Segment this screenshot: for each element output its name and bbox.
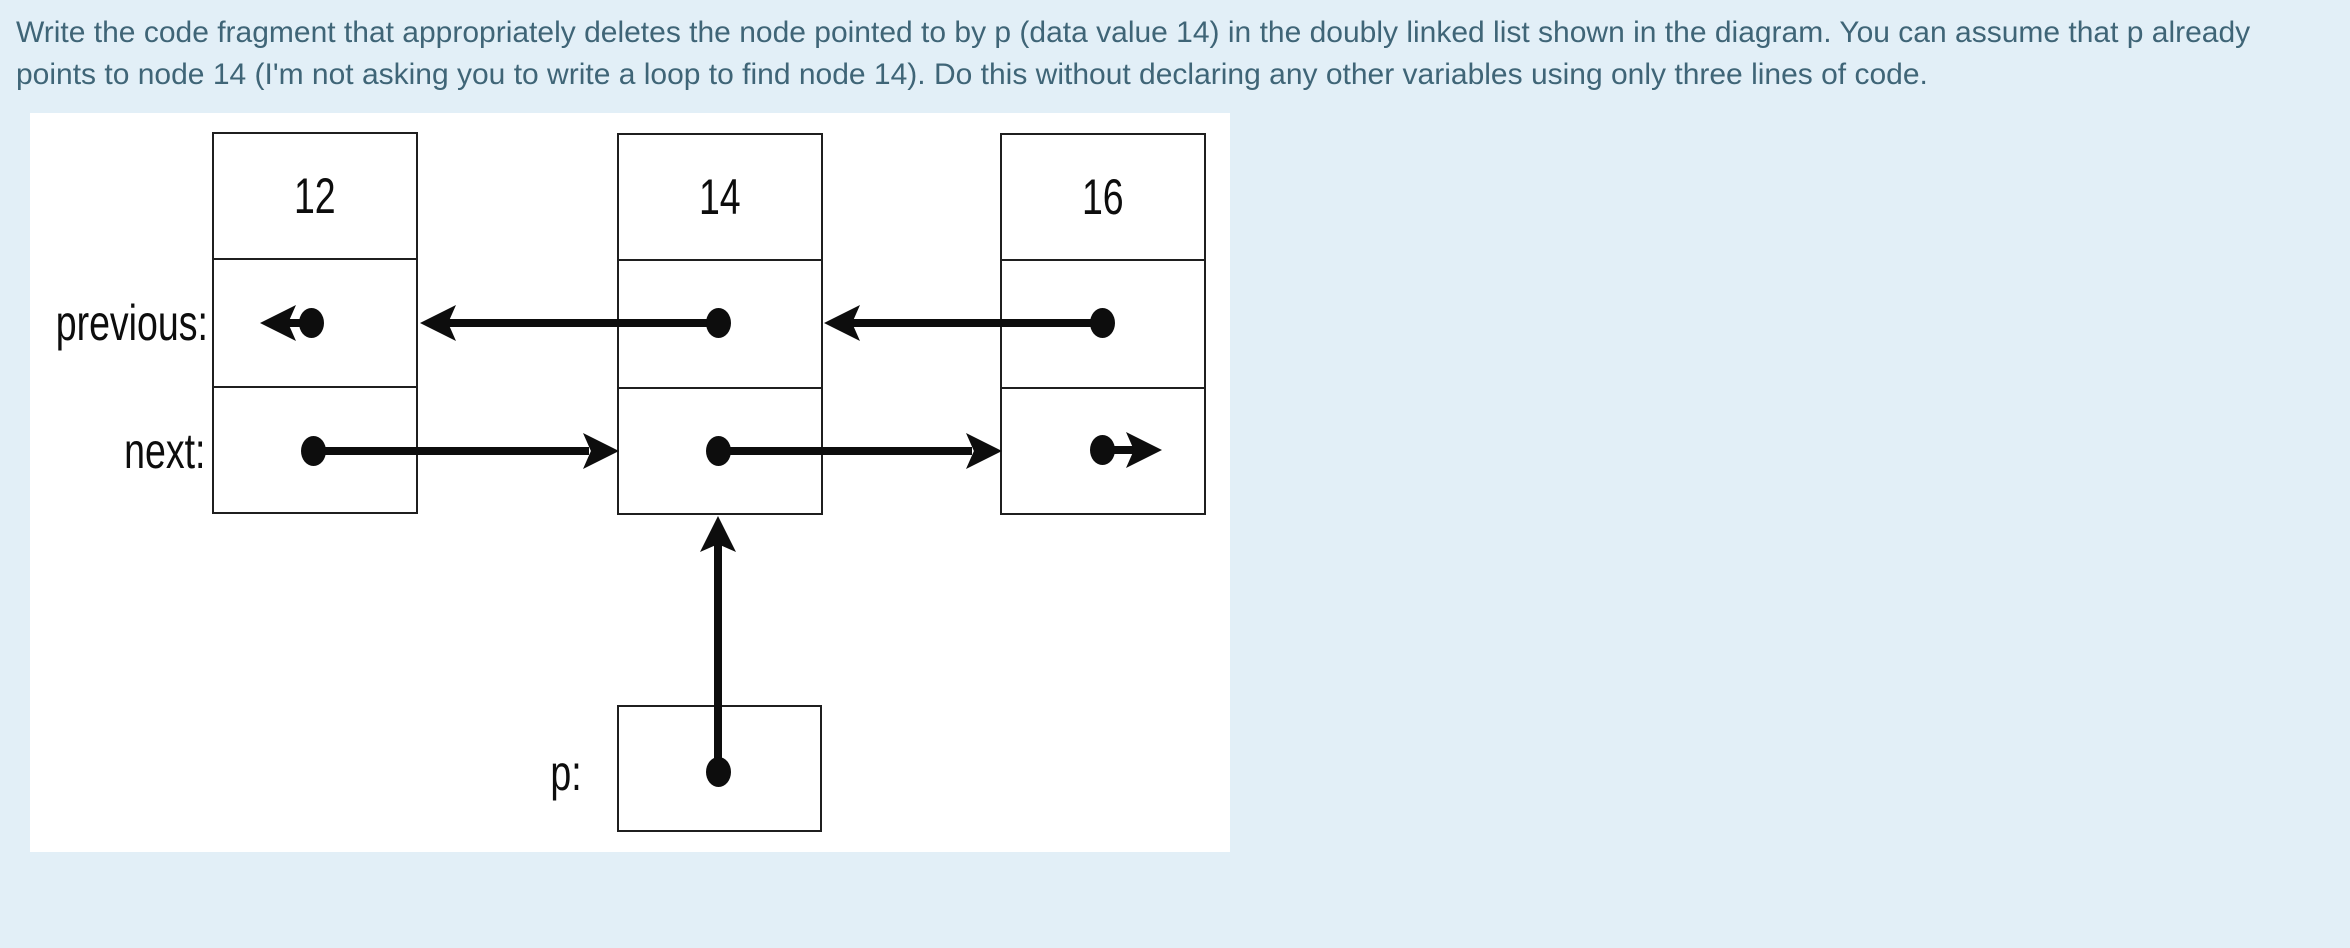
node-14-data-cell: 14	[619, 135, 821, 261]
node12-prev-null-arrow-shaft	[282, 319, 313, 327]
node-12-previous-cell	[214, 260, 416, 388]
node16-next-null-arrow-shaft	[1104, 446, 1134, 454]
question-line-1: Write the code fragment that appropriate…	[16, 16, 2251, 49]
pointer-p-label: p:	[550, 745, 582, 801]
previous-row-label: previous:	[55, 295, 208, 351]
node-14-value: 14	[699, 169, 741, 225]
p-pointer-dot	[706, 757, 731, 787]
diagram-panel: previous: next: p: 12 14 16	[30, 113, 1230, 852]
question-text: Write the code fragment that appropriate…	[16, 12, 2250, 96]
node-12-value: 12	[294, 168, 336, 224]
node16-prev-pointer-dot	[1090, 308, 1115, 338]
node14-next-to-node16-arrow-shaft	[718, 447, 972, 455]
node16-prev-to-node14-arrow-shaft	[848, 319, 1102, 327]
node-16-previous-cell	[1002, 261, 1204, 389]
node14-prev-pointer-dot	[706, 308, 731, 338]
node-12-data-cell: 12	[214, 134, 416, 260]
node-16-data-cell: 16	[1002, 135, 1204, 261]
node14-prev-to-node12-arrow-shaft	[444, 319, 718, 327]
next-row-label: next:	[123, 423, 205, 479]
node-14-previous-cell	[619, 261, 821, 389]
node12-next-to-node14-arrow-shaft	[313, 447, 589, 455]
node-16-value: 16	[1082, 169, 1124, 225]
node12-prev-pointer-dot	[299, 308, 324, 338]
question-line-2: points to node 14 (I'm not asking you to…	[16, 58, 1928, 91]
p-to-node14-arrow-shaft	[714, 543, 722, 772]
